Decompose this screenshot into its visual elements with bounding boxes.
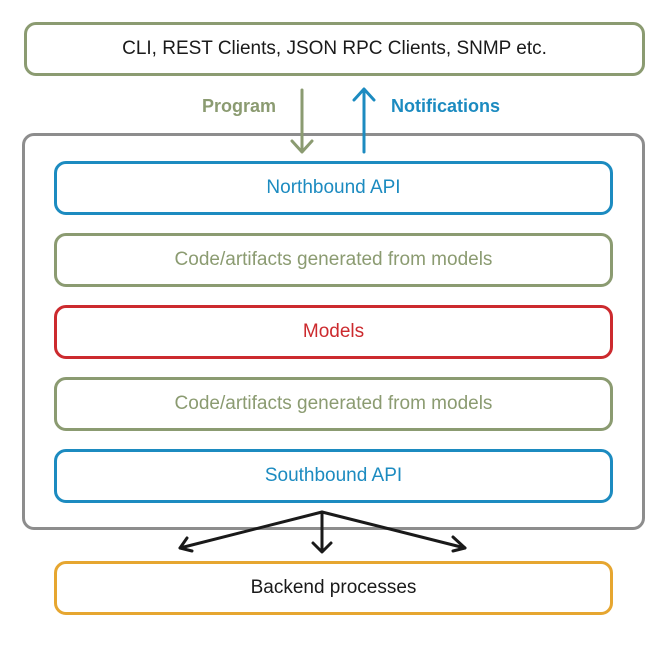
framework-container <box>22 133 645 530</box>
program-arrow <box>290 88 314 154</box>
notifications-arrow <box>352 87 376 154</box>
clients-label: CLI, REST Clients, JSON RPC Clients, SNM… <box>122 38 547 59</box>
clients-box: CLI, REST Clients, JSON RPC Clients, SNM… <box>24 22 645 76</box>
generated-code-upper-box: Code/artifacts generated from models <box>54 233 613 287</box>
generated-code-upper-label: Code/artifacts generated from models <box>174 249 493 270</box>
backend-fanout-arrows <box>178 510 467 554</box>
arrowhead-left-icon <box>178 536 194 553</box>
arrowhead-center-icon <box>311 541 333 554</box>
southbound-api-box: Southbound API <box>54 449 613 503</box>
generated-code-lower-label: Code/artifacts generated from models <box>174 393 493 414</box>
models-box: Models <box>54 305 613 359</box>
arrowhead-right-icon <box>451 535 467 553</box>
backend-label: Backend processes <box>250 577 417 598</box>
northbound-api-label: Northbound API <box>266 177 401 198</box>
notifications-label: Notifications <box>391 96 501 116</box>
program-label: Program <box>202 96 277 116</box>
southbound-api-label: Southbound API <box>264 465 403 486</box>
backend-box: Backend processes <box>54 561 613 615</box>
generated-code-lower-box: Code/artifacts generated from models <box>54 377 613 431</box>
northbound-api-box: Northbound API <box>54 161 613 215</box>
models-label: Models <box>302 321 365 342</box>
